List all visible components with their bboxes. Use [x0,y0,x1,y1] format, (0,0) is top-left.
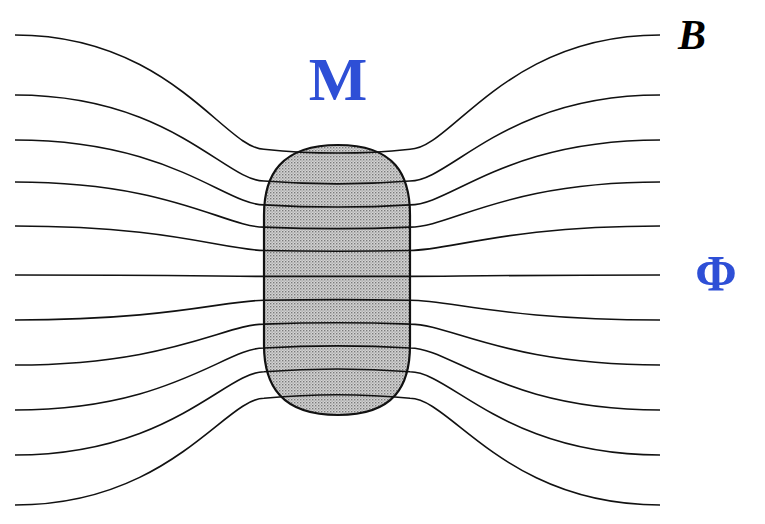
magnetization-label: M [309,48,368,110]
field-line [15,300,660,320]
field-line [15,395,660,505]
field-line [15,323,660,365]
field-line [15,182,660,229]
field-label: B [678,14,706,56]
field-line [15,226,660,251]
field-line [15,35,660,153]
flux-label: Φ [695,248,736,298]
field-lines [15,35,660,505]
field-line [15,275,660,276]
field-line [15,140,660,207]
field-line [15,369,660,455]
field-line [15,346,660,410]
magnetic-body [264,145,410,415]
